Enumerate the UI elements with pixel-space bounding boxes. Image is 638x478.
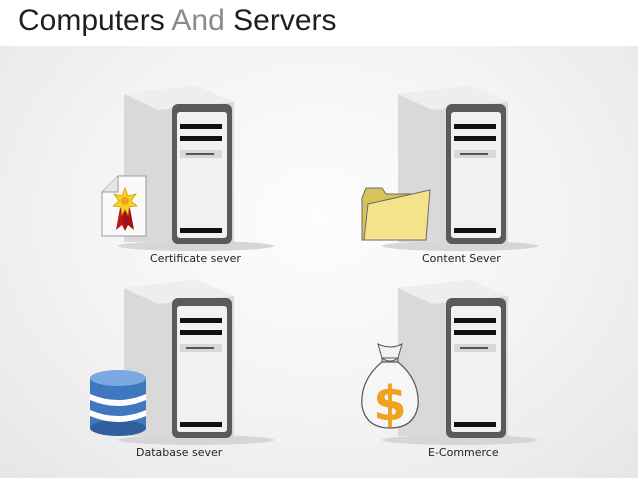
svg-text:$: $ bbox=[373, 376, 406, 432]
server-label: Database sever bbox=[136, 446, 223, 459]
server-label: E-Commerce bbox=[428, 446, 499, 459]
server-tower-icon bbox=[118, 280, 274, 445]
database-icon bbox=[90, 370, 146, 436]
server-label: Certificate sever bbox=[150, 252, 241, 265]
folder-icon bbox=[361, 187, 431, 241]
diagram-canvas: Certificate sever Content Sever bbox=[0, 46, 638, 478]
page-title: Computers And Servers bbox=[18, 4, 337, 38]
title-bar: Computers And Servers bbox=[0, 0, 638, 46]
ecommerce-server-tile: $ E-Commerce bbox=[360, 278, 560, 468]
server-label: Content Sever bbox=[422, 252, 501, 265]
title-accent: And bbox=[171, 4, 225, 37]
server-tower-icon bbox=[382, 86, 538, 251]
content-server-tile: Content Sever bbox=[360, 84, 560, 274]
server-tower-icon bbox=[118, 86, 274, 251]
certificate-server-tile: Certificate sever bbox=[96, 84, 296, 274]
money-bag-icon: $ bbox=[361, 343, 419, 432]
database-server-tile: Database sever bbox=[90, 278, 296, 468]
title-secondary: Servers bbox=[233, 4, 337, 37]
title-primary: Computers bbox=[18, 4, 165, 37]
server-tower-icon bbox=[382, 280, 538, 445]
certificate-icon bbox=[101, 175, 147, 237]
